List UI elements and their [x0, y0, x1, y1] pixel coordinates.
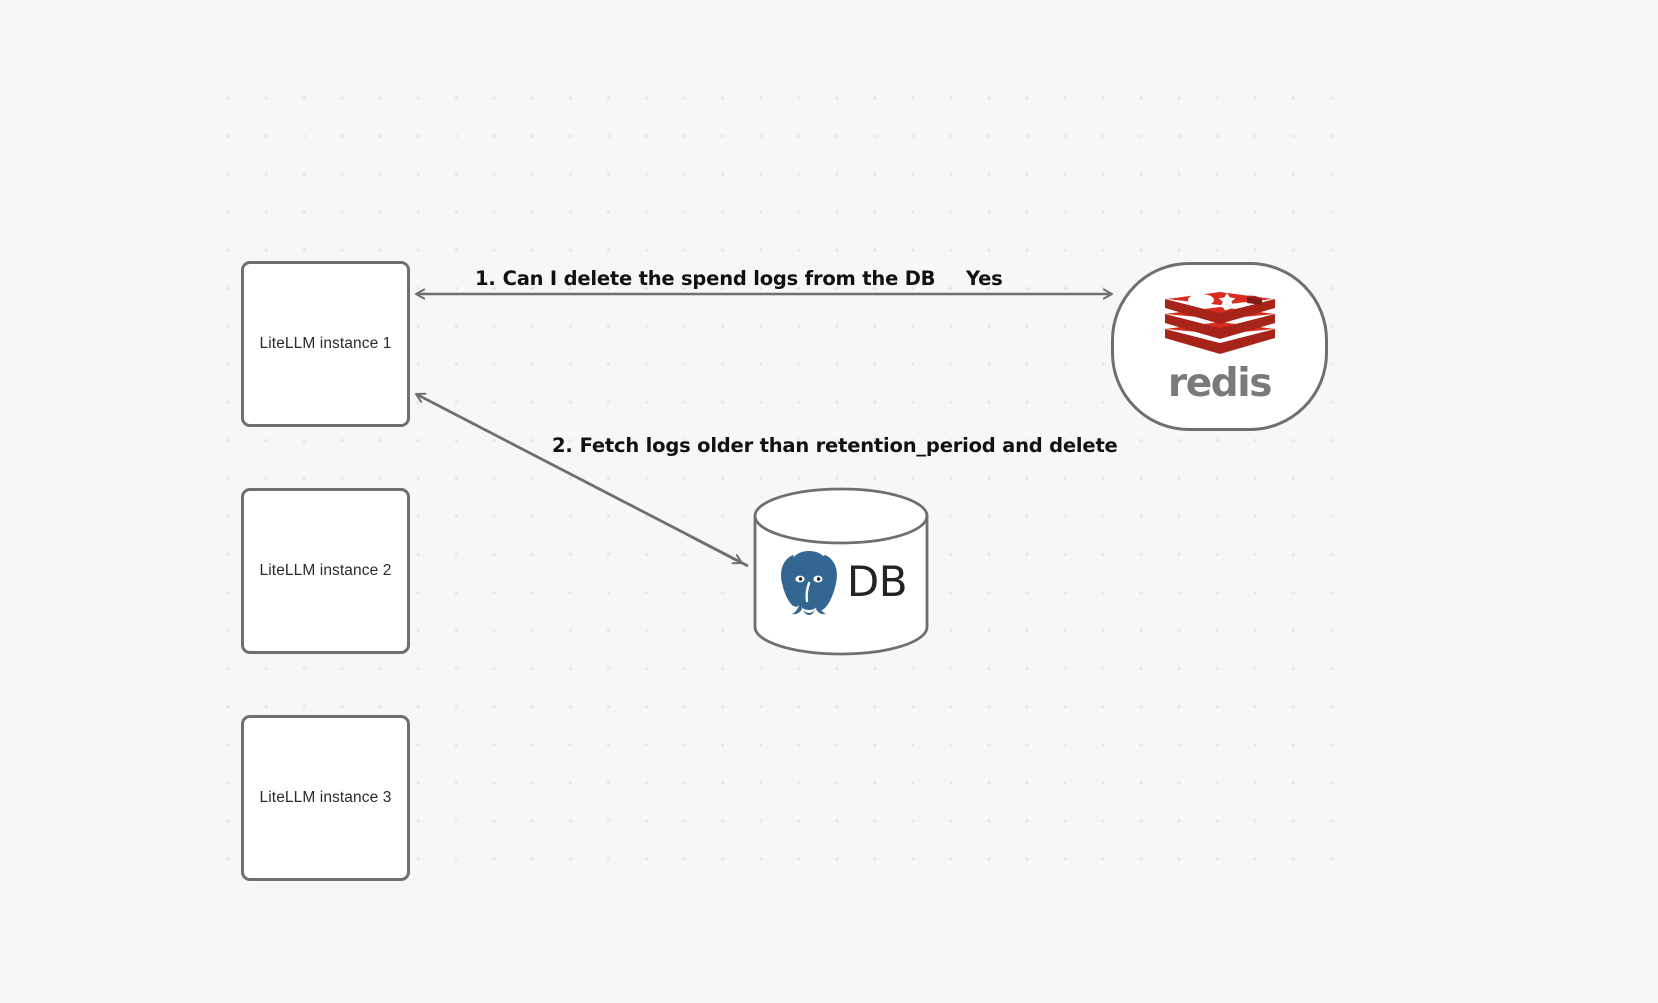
edge-db-litellm1-tail: [689, 534, 742, 563]
node-litellm-instance-3[interactable]: LiteLLM instance 3: [241, 715, 410, 881]
db-label: DB: [846, 557, 908, 606]
edge-1-reply-label: Yes: [966, 267, 1003, 290]
node-postgres-db[interactable]: DB: [754, 490, 926, 652]
edge-1-text: Can I delete the spend logs from the DB: [502, 267, 936, 290]
edge-1-step-number: 1.: [475, 267, 496, 290]
redis-logo: redis: [1161, 289, 1279, 403]
postgresql-elephant-icon: [778, 548, 840, 617]
node-litellm-instance-1[interactable]: LiteLLM instance 1: [241, 261, 410, 427]
node-litellm-instance-2[interactable]: LiteLLM instance 2: [241, 488, 410, 654]
db-inner-content: DB: [754, 490, 926, 652]
edge-2-step-number: 2.: [552, 434, 573, 457]
edge-2-text: Fetch logs older than retention_period a…: [579, 434, 1118, 457]
redis-wordmark: redis: [1167, 360, 1273, 406]
edge-1-label: 1. Can I delete the spend logs from the D…: [475, 267, 936, 290]
redis-stack-icon: [1164, 291, 1275, 354]
node-litellm-instance-1-label: LiteLLM instance 1: [259, 335, 392, 352]
node-litellm-instance-3-label: LiteLLM instance 3: [259, 789, 392, 806]
node-redis[interactable]: redis: [1111, 262, 1328, 431]
edge-2-label: 2. Fetch logs older than retention_period…: [552, 434, 1118, 457]
node-litellm-instance-2-label: LiteLLM instance 2: [259, 562, 392, 579]
